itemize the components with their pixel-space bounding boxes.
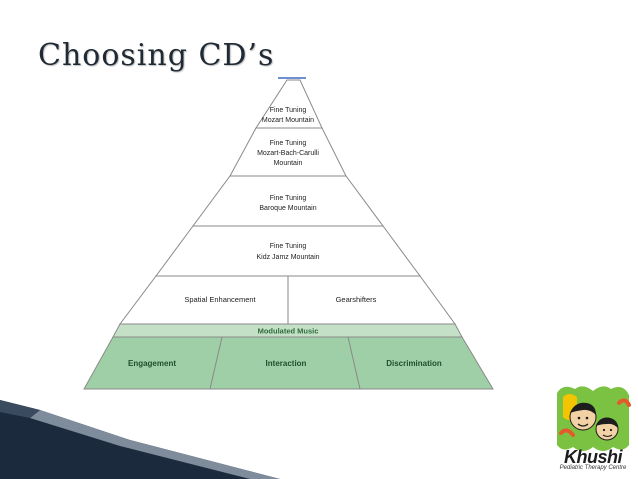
khushi-logo	[557, 386, 631, 451]
base-discrimination-label: Discrimination	[386, 359, 442, 368]
tier-1-line-1: Fine Tuning	[270, 107, 307, 114]
tier-3-line-1: Fine Tuning	[270, 195, 307, 202]
split-tier-right-label: Gearshifters	[336, 295, 377, 304]
modulated-music-label: Modulated Music	[258, 327, 319, 336]
pyramid-base	[83, 336, 494, 390]
title-underline-accent	[278, 77, 306, 79]
tier-2-line-3: Mountain	[274, 160, 303, 167]
base-engagement-label: Engagement	[128, 359, 176, 368]
logo-wordmark: Khushi	[564, 447, 623, 467]
base-divider-1	[209, 336, 223, 390]
tier-1-line-2: Mozart Mountain	[262, 117, 314, 124]
logo-subtitle: Pediatric Therapy Centre	[559, 465, 627, 471]
tier-3-line-2: Baroque Mountain	[259, 205, 316, 212]
tier-2-line-2: Mozart-Bach-Carulli	[257, 150, 319, 157]
slide-title: Choosing CD’s	[38, 38, 275, 73]
tier-4-line-2: Kidz Jamz Mountain	[256, 254, 319, 261]
split-tier-left-label: Spatial Enhancement	[184, 295, 256, 304]
tier-4-line-1: Fine Tuning	[270, 243, 307, 250]
base-divider-2	[347, 336, 361, 390]
tier-2-line-1: Fine Tuning	[270, 140, 307, 147]
base-interaction-label: Interaction	[266, 359, 307, 368]
pyramid-tier-4	[155, 225, 421, 277]
